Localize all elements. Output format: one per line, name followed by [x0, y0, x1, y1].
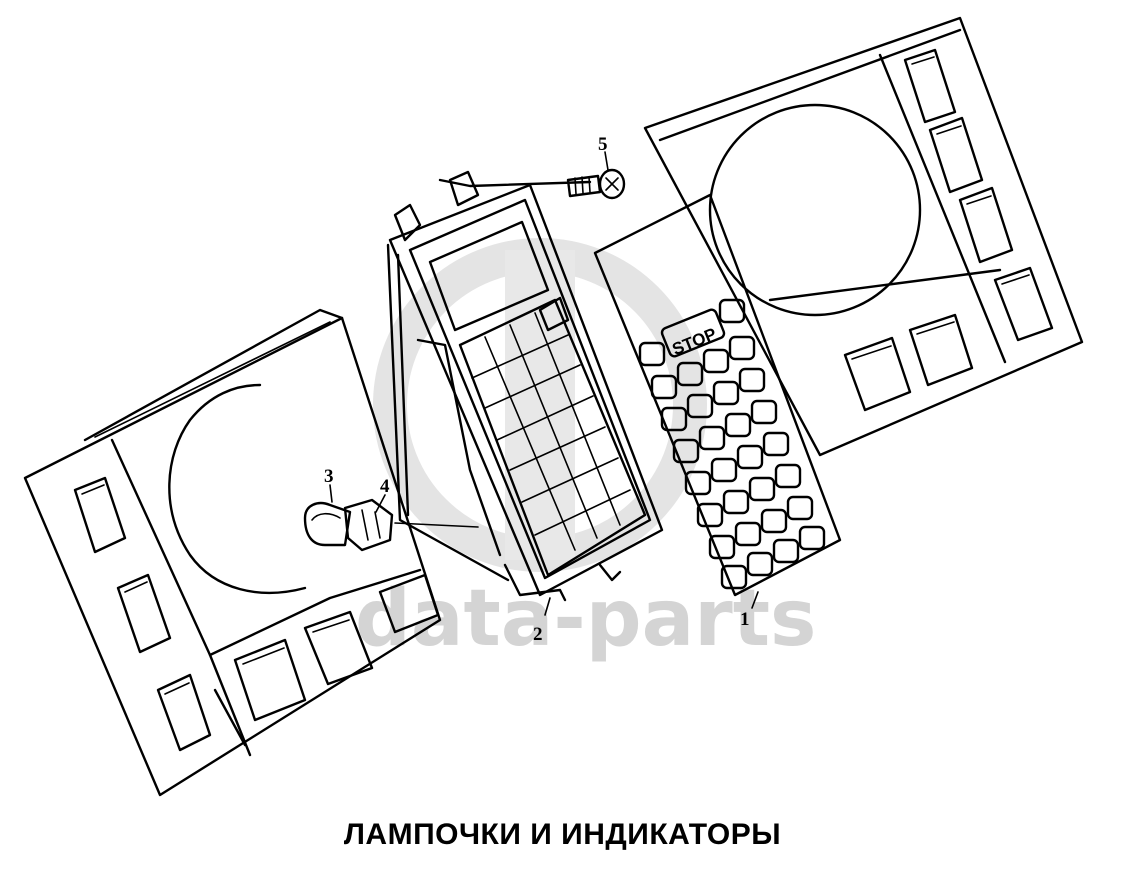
- left-bezel-panel: [23, 308, 442, 797]
- screw: 5: [566, 134, 626, 200]
- housing-lens-grid: [458, 296, 647, 577]
- decal-stop-key: [660, 308, 726, 358]
- callout-decal-number: 1: [740, 609, 750, 630]
- right-bezel-gauge-opening: [708, 103, 922, 317]
- callout-housing: 2: [533, 597, 551, 645]
- callout-socket-number: 4: [380, 476, 390, 497]
- callout-screw-number: 5: [598, 134, 608, 155]
- decal-key-grid: [638, 298, 826, 590]
- bulb: 3: [303, 466, 352, 547]
- bulb-socket: 4: [343, 476, 479, 552]
- indicator-housing: [386, 170, 664, 602]
- left-bezel-window: [73, 476, 440, 752]
- right-bezel-window: [843, 48, 1054, 412]
- watermark: data-parts: [355, 238, 816, 664]
- diagram-caption: ЛАМПОЧКИ И ИНДИКАТОРЫ: [343, 818, 782, 851]
- watermark-logo-bar: [505, 250, 575, 560]
- callout-bulb-number: 3: [324, 466, 334, 487]
- callout-housing-number: 2: [533, 624, 543, 645]
- right-bezel-panel: [643, 16, 1084, 457]
- indicator-decal: STOP 1: [593, 193, 842, 630]
